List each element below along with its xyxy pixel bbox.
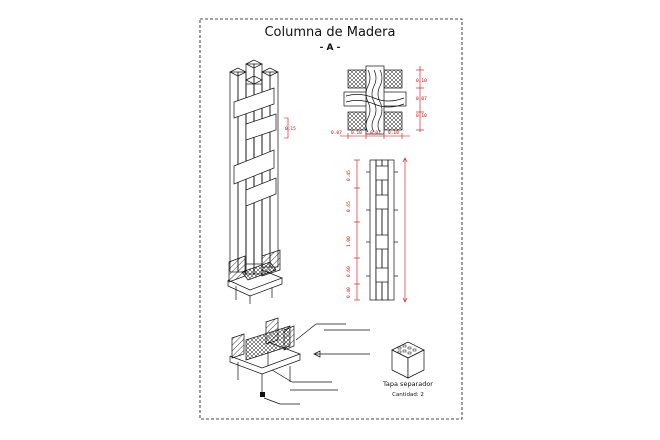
plan-dim-right-3: 0.10: [416, 113, 427, 119]
cap-label: Tapa separador: [382, 380, 433, 388]
elev-dim-3: 1.00: [346, 236, 352, 247]
base-detail-isometric: [229, 317, 370, 405]
iso-dimension-label: 0.15: [285, 126, 296, 132]
sheet-subtitle: - A -: [320, 43, 341, 53]
isometric-column: 0.15: [227, 59, 296, 304]
plan-dim-bottom-2: 0.10: [351, 130, 362, 136]
plan-dim-bottom-3: 0.07: [370, 130, 381, 136]
plan-dim-bottom-4: 0.10: [388, 130, 399, 136]
elev-dim-4: 0.60: [346, 266, 352, 277]
elev-dim-2: 0.65: [346, 201, 352, 212]
plan-dim-right-1: 0.10: [416, 78, 427, 84]
sheet-title: Columna de Madera: [264, 25, 395, 40]
cap-quantity: Cantidad: 2: [392, 392, 424, 398]
elev-dim-1: 0.45: [346, 170, 352, 181]
cap-block-detail: Tapa separador Cantidad: 2: [382, 341, 433, 398]
plan-dim-right-2: 0.07: [416, 96, 427, 102]
elev-dim-5: 0.40: [346, 287, 352, 298]
column-plan-view: 0.10 0.07 0.10 0.07 0.10 0.07 0.10: [331, 65, 427, 139]
column-elevation-view: 0.45 0.65 1.00 0.60 0.40: [346, 157, 408, 303]
plan-dim-bottom-1: 0.07: [331, 130, 342, 136]
sheet-border: [199, 18, 463, 420]
